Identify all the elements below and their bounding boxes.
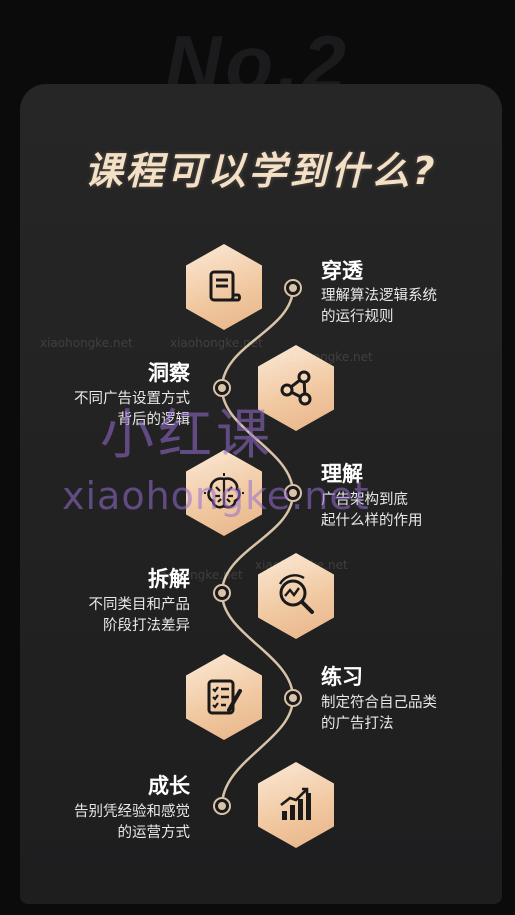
step-3-desc: 广告架构到底 起什么样的作用 <box>321 492 423 529</box>
step-1-dot <box>286 281 300 295</box>
watermark-cn: 小红课 <box>100 403 274 466</box>
step-6-title: 成长 <box>148 774 190 798</box>
magnify-trend-icon <box>278 574 314 614</box>
step-3-title: 理解 <box>321 462 363 486</box>
brain-icon <box>204 473 244 509</box>
step-6-dot <box>215 799 229 813</box>
watermark-text: xiaohongke.net <box>40 336 133 350</box>
step-4-title: 拆解 <box>148 567 190 591</box>
step-4-dot <box>215 586 229 600</box>
growth-chart-icon <box>280 787 311 820</box>
step-6-desc: 告别凭经验和感觉 的运营方式 <box>74 804 190 841</box>
step-2-hex <box>258 345 334 431</box>
step-4-desc: 不同类目和产品 阶段打法差异 <box>88 597 191 634</box>
watermark-text: xiaohongke.net <box>255 558 348 572</box>
watermark-en: xiaohongke.net <box>62 474 370 518</box>
page-title: 课程可以学到什么? <box>84 149 438 193</box>
step-1-hex <box>186 244 262 330</box>
watermark-text: xiaohongke.net <box>170 336 263 350</box>
document-scroll-icon <box>209 270 241 302</box>
step-1-desc: 理解算法逻辑系统 的运行规则 <box>321 288 437 325</box>
step-2-desc: 不同广告设置方式 背后的逻辑 <box>74 391 190 428</box>
step-2-title: 洞察 <box>148 361 190 385</box>
checklist-pen-icon <box>207 679 242 715</box>
step-5-title: 练习 <box>321 665 363 689</box>
step-3-dot <box>286 486 300 500</box>
watermark-text: xiaohongke.net <box>150 568 243 582</box>
step-1-title: 穿透 <box>321 259 363 283</box>
step-5-dot <box>286 691 300 705</box>
step-5-desc: 制定符合自己品类 的广告打法 <box>321 695 437 732</box>
share-nodes-icon <box>280 370 312 406</box>
step-2-dot <box>215 381 229 395</box>
watermark-text: xiaohongke.net <box>280 350 373 364</box>
